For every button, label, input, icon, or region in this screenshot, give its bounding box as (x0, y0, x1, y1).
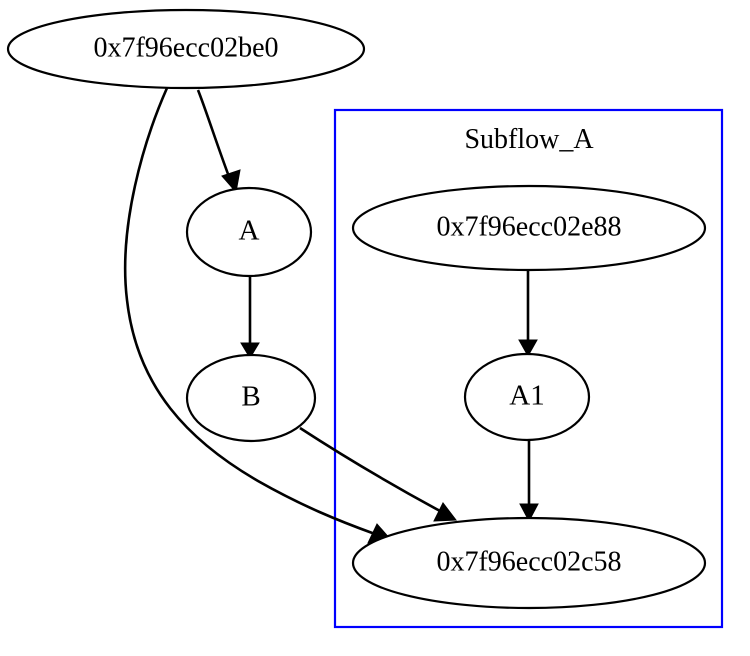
node-a[interactable]: A (185, 186, 313, 278)
node-shape (351, 516, 707, 610)
node-label: 0x7f96ecc02be0 (93, 32, 278, 63)
node-shape (6, 8, 366, 90)
node-shape (185, 186, 313, 278)
node-label: A1 (509, 380, 544, 412)
node-shape (185, 353, 317, 443)
node-shape (463, 352, 591, 442)
node-layer: 0x7f96ecc02be0 A B 0x7f96ecc02e88 A1 0x7… (6, 8, 707, 610)
cluster-border-rect (333, 108, 724, 629)
node-label: A (239, 215, 260, 247)
edge-e88-to-a1[interactable] (518, 270, 538, 358)
node-0x7f96ecc02be0[interactable]: 0x7f96ecc02be0 (6, 8, 366, 90)
arrowhead-icon (519, 503, 539, 523)
arrowhead-icon (240, 342, 260, 359)
node-b[interactable]: B (185, 353, 317, 443)
cluster-subflow-a[interactable]: Subflow_A (333, 108, 724, 629)
node-label: 0x7f96ecc02e88 (436, 211, 621, 242)
node-a1[interactable]: A1 (463, 352, 591, 442)
arrowhead-icon (221, 169, 241, 194)
node-shape (351, 184, 707, 272)
edge-a1-to-c58[interactable] (519, 440, 539, 523)
edge-line (123, 87, 376, 536)
edge-be0-to-a[interactable] (196, 89, 241, 194)
edge-layer (123, 87, 539, 544)
edge-a-to-b[interactable] (240, 277, 260, 359)
node-0x7f96ecc02c58[interactable]: 0x7f96ecc02c58 (351, 516, 707, 610)
node-label: 0x7f96ecc02c58 (436, 546, 621, 577)
arrowhead-icon (518, 339, 538, 358)
edge-be0-to-c58[interactable] (123, 87, 392, 544)
arrowhead-icon (433, 502, 457, 522)
edge-line (299, 426, 441, 513)
cluster-label-subflow-a: Subflow_A (464, 124, 594, 155)
edge-b-to-c58[interactable] (299, 426, 457, 522)
node-label: B (241, 381, 260, 413)
node-0x7f96ecc02e88[interactable]: 0x7f96ecc02e88 (351, 184, 707, 272)
edge-line (196, 89, 233, 183)
